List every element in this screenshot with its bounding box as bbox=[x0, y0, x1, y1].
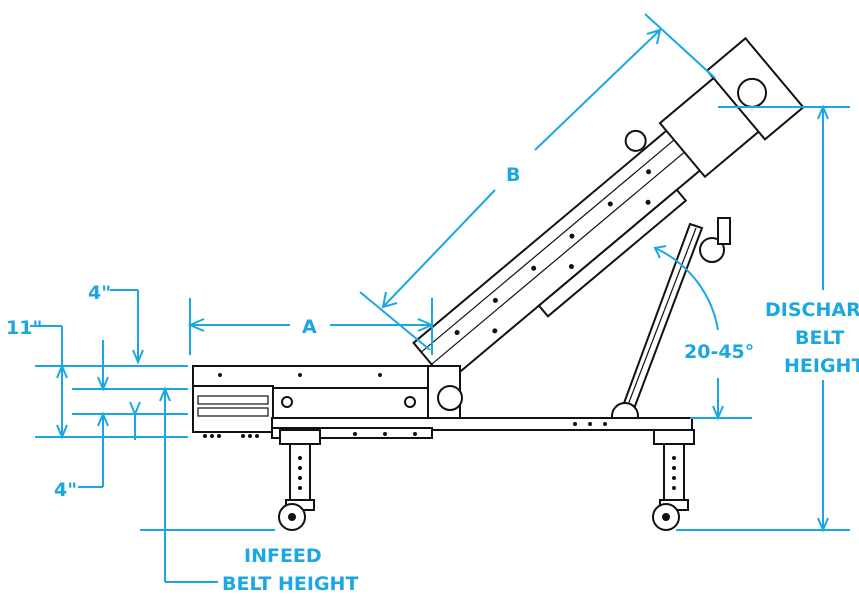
right-leg-bracket bbox=[653, 429, 695, 445]
inner-dimension-ticks bbox=[97, 340, 171, 530]
infeed-holes bbox=[203, 434, 259, 438]
left-leg-bracket bbox=[279, 429, 321, 445]
infeed-tail bbox=[192, 385, 274, 433]
left-leg bbox=[278, 429, 321, 531]
right-leg-post bbox=[663, 443, 685, 503]
label-infeed-line1: INFEED bbox=[244, 545, 322, 567]
dimension-lines bbox=[30, 13, 850, 583]
label-discharge-line1: DISCHARGE bbox=[765, 299, 859, 321]
label-discharge-line3: HEIGHT bbox=[784, 355, 859, 377]
incline-section bbox=[412, 36, 805, 385]
label-b: B bbox=[506, 164, 520, 186]
label-angle: 20-45° bbox=[684, 341, 754, 363]
dimension-4in-bottom bbox=[78, 411, 109, 488]
dimension-angle bbox=[653, 245, 752, 421]
right-leg bbox=[652, 429, 695, 531]
infeed-top-rail bbox=[192, 365, 434, 389]
drive-roller bbox=[624, 129, 647, 152]
infeed-section bbox=[192, 365, 463, 438]
left-extension-lines bbox=[35, 365, 188, 438]
support-strut bbox=[611, 217, 731, 430]
label-infeed-line2: BELT HEIGHT bbox=[222, 573, 358, 595]
strut-lock bbox=[717, 217, 731, 245]
incline-side-guard bbox=[537, 188, 688, 318]
dimension-4in-top bbox=[110, 289, 144, 365]
dimension-discharge-height bbox=[676, 104, 850, 533]
dimension-b bbox=[359, 13, 716, 351]
label-4in-top: 4" bbox=[88, 282, 111, 304]
label-discharge-line2: BELT bbox=[795, 327, 844, 349]
base-frame bbox=[271, 417, 693, 439]
incline-bolts bbox=[454, 169, 652, 335]
dimension-a bbox=[187, 298, 435, 355]
base-holes bbox=[353, 422, 607, 436]
transition-pulley bbox=[437, 385, 463, 411]
label-11in: 11" bbox=[6, 317, 42, 339]
label-a: A bbox=[302, 316, 317, 338]
infeed-height-leader bbox=[140, 529, 275, 583]
left-leg-post bbox=[289, 443, 311, 503]
label-4in-bottom: 4" bbox=[54, 479, 77, 501]
conveyor-machine bbox=[192, 36, 805, 531]
dimension-11in bbox=[30, 325, 68, 440]
dimension-labels: 4" 11" 4" A B 20-45° DISCHARGE BELT HEIG… bbox=[6, 164, 859, 595]
